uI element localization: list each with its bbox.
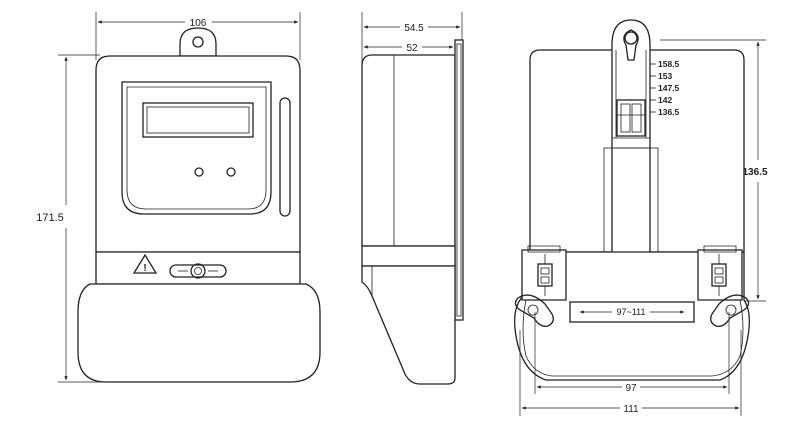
- rear-bottom-dimensions: 97 111: [519, 312, 742, 416]
- hook-level-3: 147.5: [658, 83, 680, 93]
- rear-inner-width-label: 97: [625, 383, 637, 394]
- rear-center-rail: [611, 19, 651, 301]
- lcd-display: [142, 102, 254, 138]
- hook-level-2: 153: [658, 71, 672, 81]
- front-height-label: 171.5: [36, 212, 64, 224]
- side-view: 54.5 52: [361, 12, 464, 385]
- side-upper-body: [361, 54, 456, 247]
- rear-sliding-latch: [616, 99, 646, 137]
- indicator-light-right: [226, 167, 236, 177]
- indicator-light-left: [194, 167, 204, 177]
- rear-right-clip: [697, 245, 743, 301]
- front-hanger-hook: [179, 27, 217, 57]
- rear-slot-range-label: 97~111: [617, 307, 646, 317]
- side-depth-inner-label: 52: [406, 43, 418, 54]
- side-mounting-plate: [454, 39, 464, 321]
- display-window-frame: [121, 81, 272, 215]
- front-seal-slot: [279, 97, 291, 217]
- rear-left-clip: [521, 245, 567, 301]
- front-hanger-hole: [192, 36, 204, 48]
- side-depth-outer-label: 54.5: [404, 23, 424, 34]
- rear-keyhole-slot: [623, 29, 639, 61]
- side-terminal-cover: [361, 265, 456, 385]
- hook-level-5: 136.5: [658, 107, 680, 117]
- front-view: 106 171.5 !: [36, 12, 321, 383]
- rear-left-mount-hole: [514, 294, 554, 327]
- rear-outer-width-label: 111: [623, 404, 639, 415]
- front-terminal-cover: [77, 283, 321, 383]
- rear-view: 136.5 158.5 153 147.5 142 136.5: [514, 19, 768, 416]
- rear-slot-range-plate: [569, 301, 695, 323]
- front-width-dimension: 106: [95, 12, 301, 60]
- side-depth-dimensions: 54.5 52: [361, 12, 463, 66]
- rear-hole-height-label: 136.5: [742, 167, 767, 178]
- hook-level-1: 158.5: [658, 59, 680, 69]
- side-middle-band: [361, 245, 456, 267]
- hook-level-scale: 158.5 153 147.5 142 136.5: [650, 59, 680, 117]
- svg-text:!: !: [143, 263, 146, 274]
- front-middle-band: [95, 251, 301, 285]
- seal-screw-cover: [169, 264, 227, 278]
- front-width-label: 106: [190, 18, 207, 29]
- warning-triangle-icon: [132, 253, 158, 274]
- rear-right-mount-hole: [710, 294, 750, 327]
- front-height-dimension: 171.5: [36, 54, 125, 383]
- hook-level-4: 142: [658, 95, 672, 105]
